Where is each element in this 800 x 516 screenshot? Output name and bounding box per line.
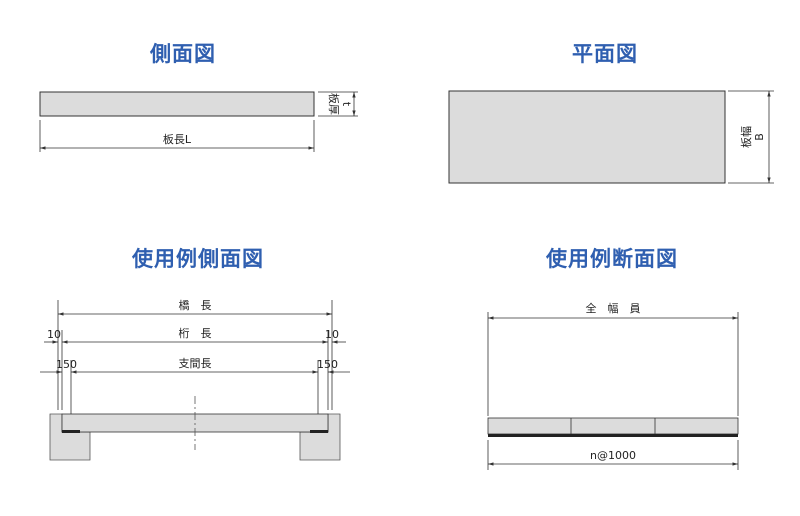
plan-view: 板幅 B — [448, 90, 774, 184]
width-label: 板幅 — [739, 126, 753, 148]
total-width-label: 全 幅 員 — [586, 301, 641, 315]
side-view: 板厚 t 板長L — [39, 91, 358, 152]
title-plan-view: 平面図 — [572, 42, 638, 66]
end-gap-right-label: 10 — [325, 328, 339, 341]
length-label: 板長L — [163, 132, 192, 146]
right-bearing — [310, 430, 328, 433]
bridge-length-label: 橋 長 — [179, 298, 212, 312]
plan-view-plate — [448, 90, 726, 184]
span-length-label: 支間長 — [179, 357, 212, 370]
thickness-label: 板厚 — [327, 93, 341, 115]
width-symbol: B — [753, 133, 766, 141]
bearing-right-label: 150 — [317, 358, 338, 371]
end-gap-left-label: 10 — [47, 328, 61, 341]
title-usage-section: 使用例断面図 — [546, 247, 678, 271]
bearing-left-label: 150 — [56, 358, 77, 371]
usage-section-view: 全 幅 員 n@1000 — [487, 301, 739, 470]
left-bearing — [62, 430, 80, 433]
usage-side-view: 橋 長 桁 長 10 10 支間長 150 150 — [40, 298, 350, 461]
title-usage-side: 使用例側面図 — [132, 247, 264, 271]
spacing-label: n@1000 — [590, 449, 636, 462]
section-girder — [488, 434, 738, 437]
girder-length-label: 桁 長 — [179, 326, 212, 340]
title-side-view: 側面図 — [150, 42, 216, 66]
thickness-symbol: t — [340, 102, 353, 107]
section-slab — [487, 417, 739, 435]
side-view-plate — [39, 91, 315, 117]
